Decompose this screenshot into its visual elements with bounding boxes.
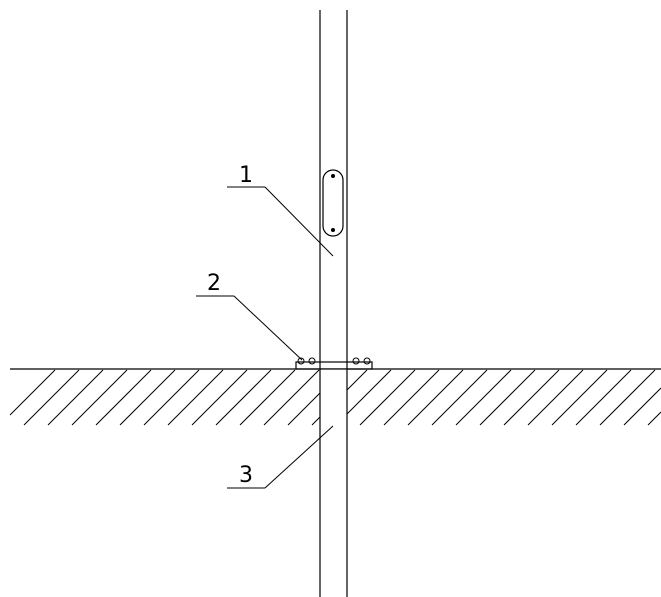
hatch-line [503, 369, 560, 426]
pole-underground-mask [320, 369, 347, 429]
hatch-line [527, 369, 584, 426]
callout-1-leader [264, 186, 334, 257]
hatch-line [239, 369, 296, 426]
bolt-1 [297, 357, 305, 365]
hatch-line [167, 369, 224, 426]
hatch-line [71, 369, 128, 426]
hatch-line [551, 369, 608, 426]
callout-2: 2 [196, 271, 303, 361]
bolt-3 [352, 357, 360, 365]
hatch-line [191, 369, 248, 426]
hatch-line [623, 387, 661, 426]
hatch-line [383, 369, 440, 426]
hatch-line [599, 369, 656, 426]
hatch-line [215, 369, 272, 426]
hatch-line [23, 369, 80, 426]
callout-2-label: 2 [207, 271, 221, 296]
hatch-line [9, 369, 56, 416]
hatch-line [455, 369, 512, 426]
hatch-line [119, 369, 176, 426]
hatch-line [431, 369, 488, 426]
hatch-line [346, 369, 392, 415]
hatch-line [346, 369, 368, 391]
hatch-line [287, 392, 321, 426]
hatch-line [575, 369, 632, 426]
hatch-line [479, 369, 536, 426]
access-door [322, 169, 344, 237]
hatch-line [359, 369, 416, 426]
hatch-line [47, 369, 104, 426]
callout-1: 1 [227, 163, 334, 257]
hatch-line [263, 369, 320, 426]
bolt-4 [363, 357, 371, 365]
hatch-line [143, 369, 200, 426]
hatch-line [95, 369, 152, 426]
bolt-2 [308, 357, 316, 365]
callout-3-label: 3 [239, 463, 253, 488]
hatch-line [407, 369, 464, 426]
hatch-line [311, 416, 321, 426]
ground-hatch [9, 369, 661, 426]
access-door-screw-bottom [331, 228, 335, 232]
callout-3: 3 [227, 425, 334, 489]
access-door-screw-top [331, 174, 335, 178]
callout-2-leader [233, 295, 303, 361]
callout-3-leader [264, 425, 334, 489]
base-plate [295, 361, 373, 370]
callout-1-label: 1 [239, 163, 253, 188]
hatch-line [647, 411, 661, 426]
